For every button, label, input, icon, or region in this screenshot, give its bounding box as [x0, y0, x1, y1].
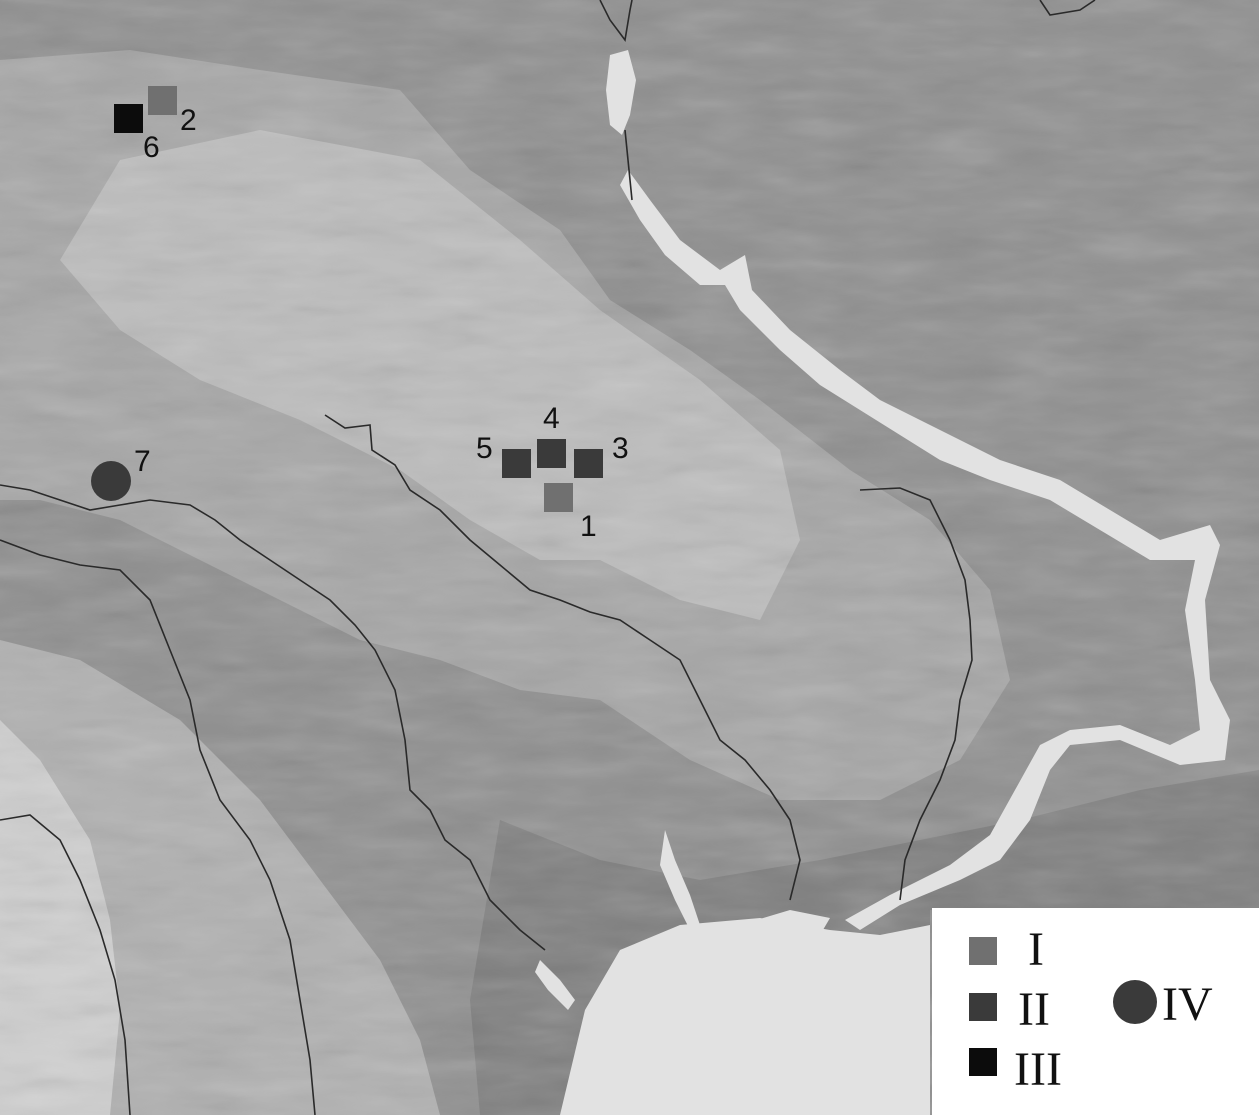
- dniester-estuary: [535, 960, 575, 1010]
- border-line: [0, 814, 131, 1116]
- dnieper-upper-reservoir: [606, 50, 636, 135]
- site-label-7: 7: [134, 445, 151, 478]
- border-line: [324, 414, 801, 901]
- site-marker-2[interactable]: [148, 86, 177, 115]
- legend-label-II: II: [1018, 983, 1050, 1036]
- site-label-3: 3: [612, 432, 629, 465]
- legend: I II III IV: [932, 908, 1259, 1115]
- border-line: [0, 484, 546, 951]
- legend-label-IV: IV: [1162, 978, 1213, 1031]
- border-line: [0, 539, 316, 1116]
- legend-swatch-I: [969, 937, 997, 965]
- site-label-1: 1: [580, 510, 597, 543]
- legend-swatch-III: [969, 1048, 997, 1076]
- sites-layer: 1 2 3 4 5 6 7: [91, 86, 629, 543]
- border-line: [1039, 0, 1096, 16]
- southern-bug-estuary: [660, 830, 700, 930]
- site-marker-4[interactable]: [537, 439, 566, 468]
- site-marker-1[interactable]: [544, 483, 573, 512]
- site-marker-7[interactable]: [91, 461, 131, 501]
- border-line: [859, 487, 973, 901]
- site-marker-3[interactable]: [574, 449, 603, 478]
- dnieper-estuary: [740, 910, 830, 945]
- legend-swatch-II: [969, 993, 997, 1021]
- site-label-4: 4: [543, 402, 560, 435]
- border-line: [599, 0, 633, 42]
- site-label-6: 6: [143, 131, 160, 164]
- border-line: [624, 129, 633, 201]
- dnieper-reservoir: [620, 170, 1230, 930]
- black-sea: [560, 918, 930, 1115]
- borders-layer: [0, 0, 1096, 1116]
- site-marker-6[interactable]: [114, 104, 143, 133]
- site-marker-5[interactable]: [502, 449, 531, 478]
- legend-swatch-IV: [1113, 980, 1157, 1024]
- site-label-5: 5: [476, 432, 493, 465]
- legend-label-III: III: [1014, 1043, 1062, 1096]
- legend-label-I: I: [1028, 923, 1044, 976]
- site-label-2: 2: [180, 104, 197, 137]
